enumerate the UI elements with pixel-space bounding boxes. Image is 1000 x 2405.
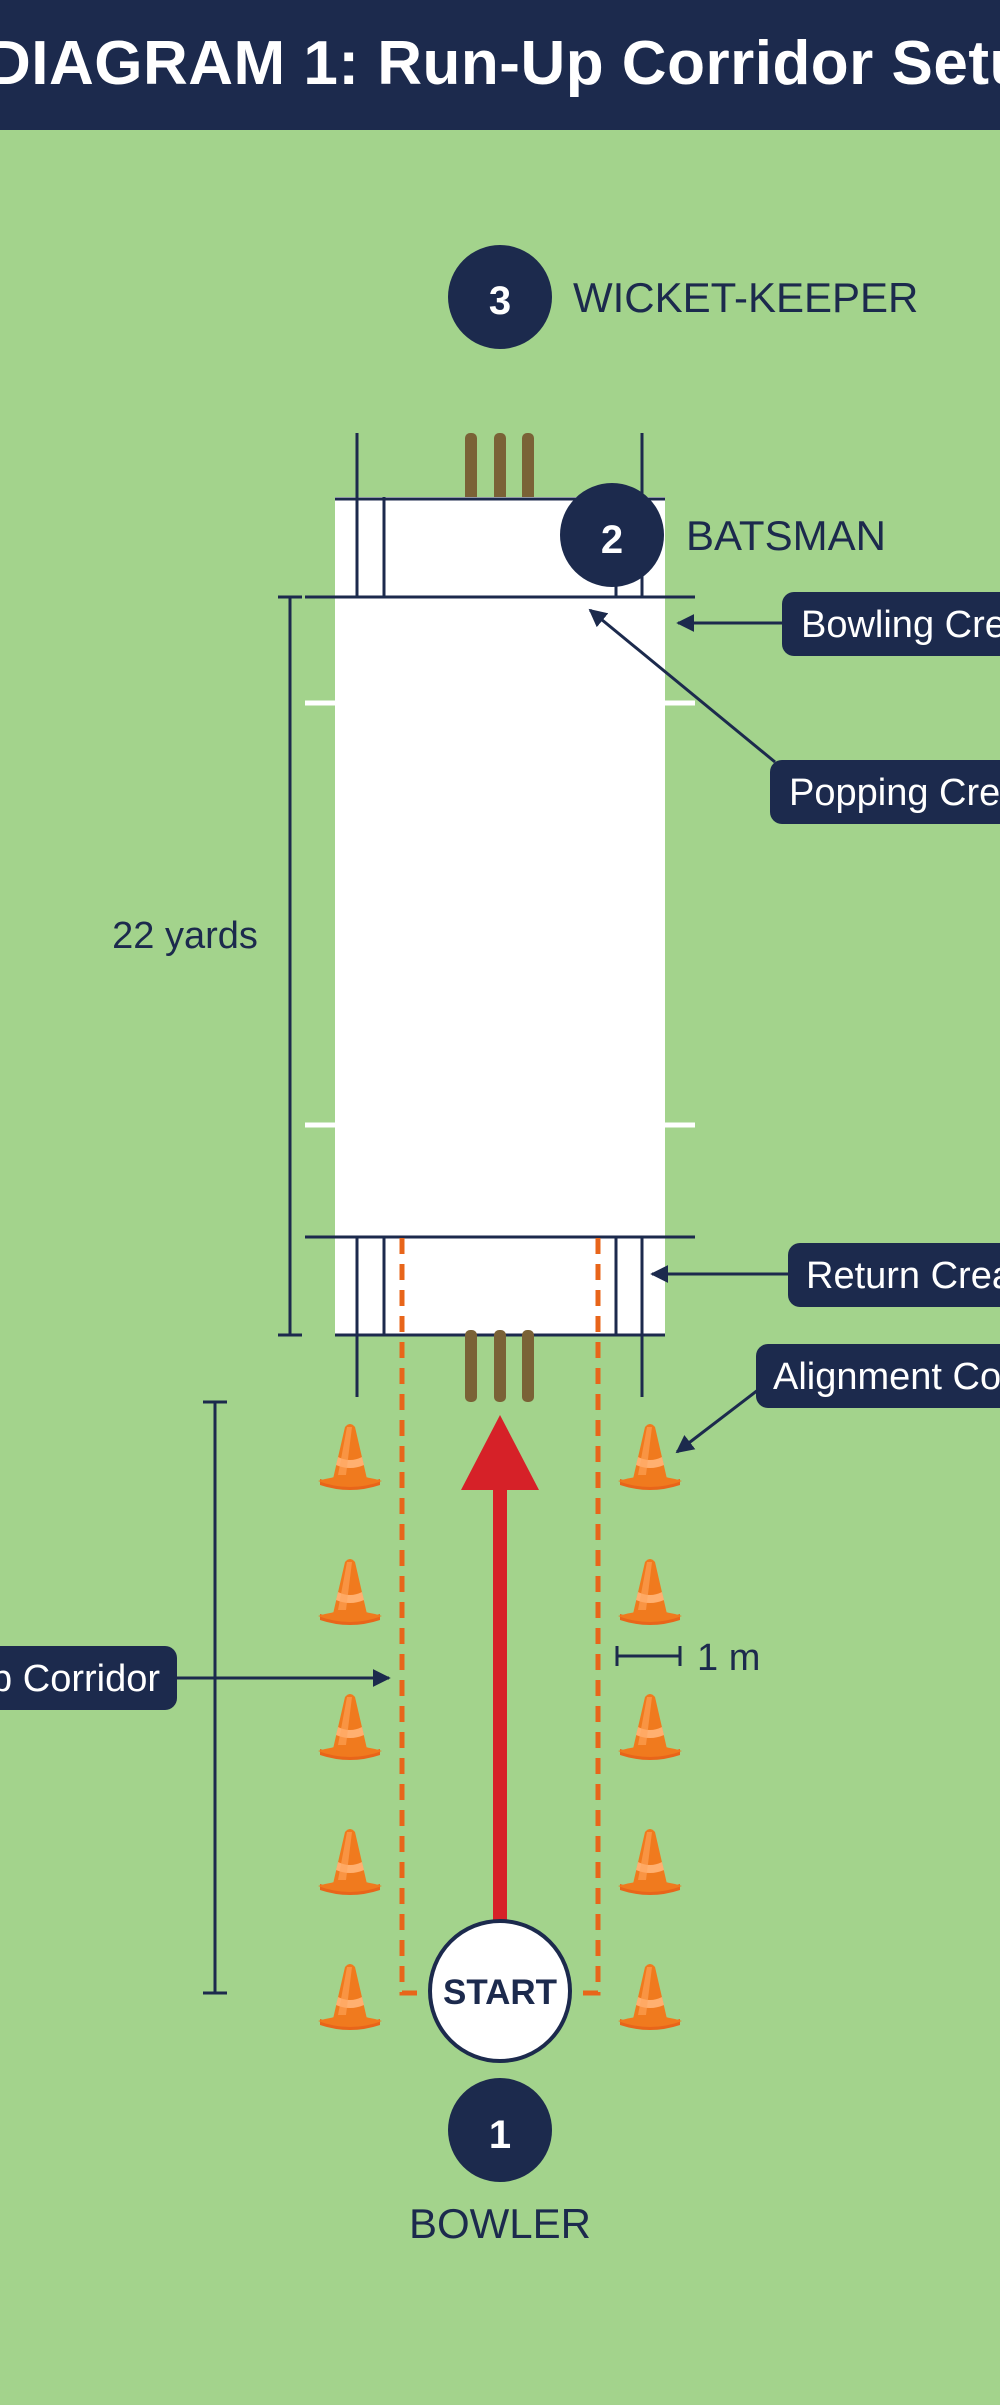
bowler-marker: 1 [448,2078,552,2182]
offset-dimension [615,1646,682,1666]
popping-crease-text: Popping Crease [789,772,1000,814]
bottom-stumps [465,1330,534,1402]
pitch-strip [335,497,665,1335]
batsman-marker: 2 [560,483,664,587]
cone-icon [618,1964,682,2030]
wicket-keeper-number: 3 [489,279,511,323]
corridor-callout: Run-Up Corridor [0,1646,177,1710]
cone-icon [318,1424,382,1490]
bowling-crease-callout: Bowling Crease [782,592,1000,656]
crease-markings [305,433,695,1397]
diagram-area: 22 yards 1 m 3 WICKET-KEEPER [0,130,1000,2400]
batsman-number: 2 [601,518,623,562]
cone-icon [618,1559,682,1625]
title-bar: DIAGRAM 1: Run-Up Corridor Setup [0,0,1000,130]
pitch-length-dimension [278,595,302,1337]
batsman-label: BATSMAN [686,512,886,559]
run-up-arrow [461,1415,539,1930]
cone-icon [318,1964,382,2030]
pitch-side-marks [305,700,695,1128]
start-marker: START [428,1919,572,2063]
diagram-title: DIAGRAM 1: Run-Up Corridor Setup [0,29,1000,98]
top-stumps [465,433,534,503]
cone-icon [618,1424,682,1490]
wicket-keeper-label: WICKET-KEEPER [573,274,918,321]
wicket-keeper-marker: 3 [448,245,552,349]
bowler-label: BOWLER [409,2200,591,2247]
cone-icon [318,1694,382,1760]
cone-icon [318,1829,382,1895]
cone-icon [618,1829,682,1895]
offset-label: 1 m [697,1637,760,1679]
popping-crease-pointer [588,608,776,764]
bowling-crease-text: Bowling Crease [801,604,1000,646]
alignment-cones-callout: Alignment Cones [756,1344,1000,1408]
diagram-canvas: 22 yards 1 m 3 WICKET-KEEPER [0,245,1000,2247]
start-label: START [443,1973,557,2012]
cone-icon [618,1694,682,1760]
corridor-text: Run-Up Corridor [0,1658,160,1700]
alignment-cones-pointer [675,1388,759,1454]
corridor-lines [399,1238,601,1996]
return-crease-callout: Return Crease [788,1243,1000,1307]
alignment-cones-text: Alignment Cones [773,1356,1000,1398]
pitch-length-label: 22 yards [112,915,258,957]
popping-crease-callout: Popping Crease [770,760,1000,824]
bowler-number: 1 [489,2113,511,2157]
corridor-bracket [203,1400,227,1995]
return-crease-text: Return Crease [806,1255,1000,1297]
cone-icon [318,1559,382,1625]
